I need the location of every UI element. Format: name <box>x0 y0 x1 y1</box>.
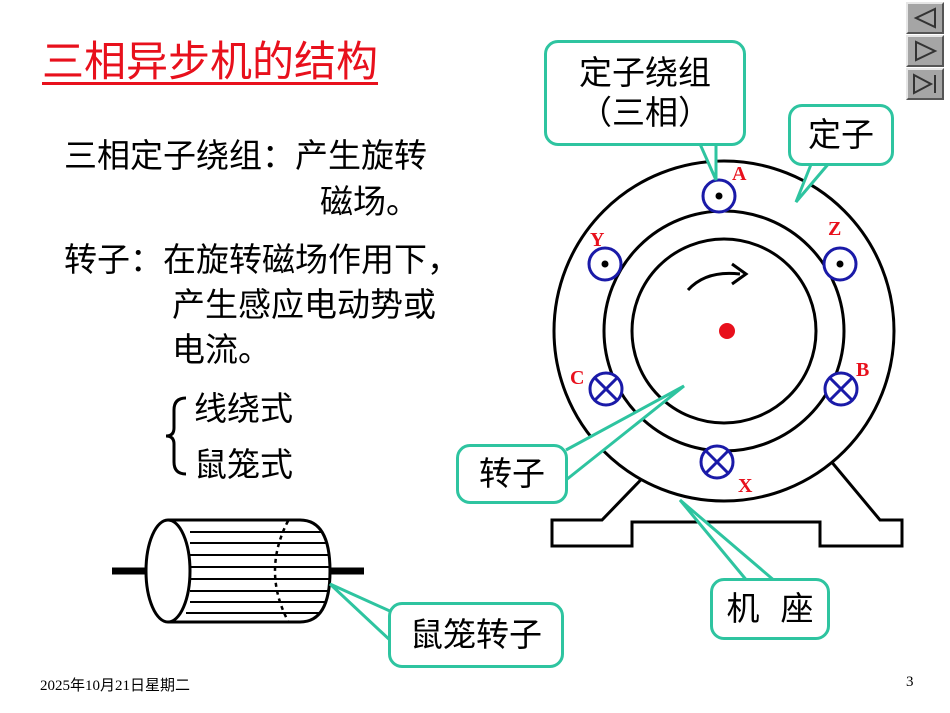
rotor-text-line2: 产生感应电动势或 <box>172 285 436 324</box>
page-number: 3 <box>906 674 914 690</box>
footer-date: 2025年10月21日星期二 <box>40 678 191 694</box>
coil-Z <box>822 246 858 282</box>
previous-icon <box>913 7 936 29</box>
phase-label-B: B <box>856 359 869 381</box>
stator-winding-text-line2: 磁场。 <box>320 182 419 221</box>
rotation-arrow-icon <box>686 271 741 292</box>
coil-X <box>699 444 735 480</box>
last-slide-button[interactable] <box>906 68 944 100</box>
phase-label-A: A <box>732 163 747 185</box>
rotor-text-line3: 电流。 <box>172 330 271 369</box>
callout-squirrel-cage-rotor: 鼠笼转子 <box>388 602 564 668</box>
phase-label-Y: Y <box>590 229 605 251</box>
coil-B <box>823 371 859 407</box>
last-icon <box>913 73 936 95</box>
rotor-type-squirrel-cage: 鼠笼式 <box>194 445 293 484</box>
slide-title: 三相异步机的结构 <box>42 37 379 86</box>
brace-shape <box>165 396 187 476</box>
next-icon <box>915 40 938 62</box>
stator-winding-text-line1: 三相定子绕组：产生旋转 <box>64 136 427 175</box>
phase-label-Z: Z <box>828 218 841 240</box>
callout-stator: 定子 <box>788 104 894 166</box>
callout-tail-stator <box>794 161 832 203</box>
callout-tail-squirrel-cage <box>328 582 394 644</box>
callout-tail-rotor <box>565 384 685 482</box>
rotor-center-dot <box>719 323 735 339</box>
coil-A <box>701 178 737 214</box>
callout-rotor: 转子 <box>456 444 568 504</box>
coil-Y <box>587 246 623 282</box>
callout-tail-stator-winding <box>698 143 718 181</box>
callout-stator-winding-line1: 定子绕组 <box>579 53 711 92</box>
rotor-text-line1: 转子：在旋转磁场作用下， <box>64 240 460 279</box>
callout-base: 机 座 <box>710 578 830 640</box>
motor-base <box>550 458 904 548</box>
callout-tail-base <box>678 498 777 584</box>
phase-label-X: X <box>738 475 753 497</box>
phase-label-C: C <box>570 367 584 389</box>
callout-stator-winding: 定子绕组 （三相） <box>544 40 746 146</box>
rotor-type-wound: 线绕式 <box>194 389 293 428</box>
squirrel-cage-rotor-drawing <box>112 518 364 624</box>
coil-C <box>588 371 624 407</box>
next-slide-button[interactable] <box>906 35 944 67</box>
callout-stator-winding-line2: （三相） <box>579 93 711 132</box>
previous-slide-button[interactable] <box>906 2 944 34</box>
